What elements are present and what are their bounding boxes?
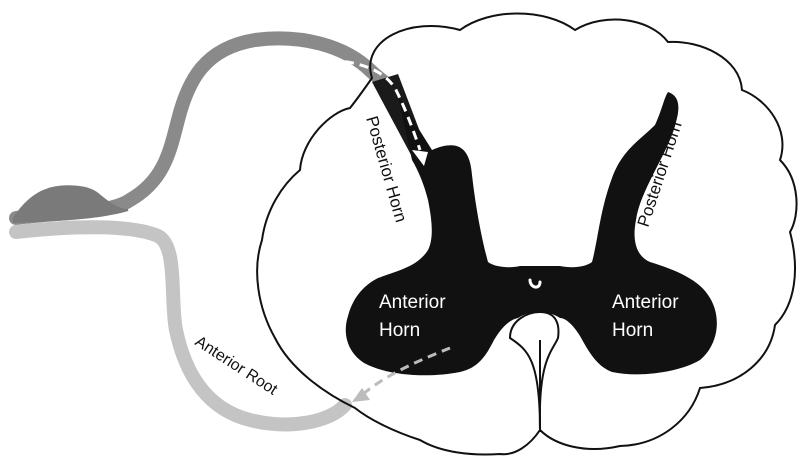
anterior-root (16, 227, 345, 424)
anterior-root-fiber (16, 227, 345, 424)
dorsal-root-ganglion (14, 186, 128, 222)
anterior-median-fissure (510, 312, 558, 430)
spinal-cord-outline (257, 14, 796, 455)
label-anterior-horn-right-line2: Horn (612, 320, 653, 341)
label-anterior-horn-left-line1: Anterior (379, 292, 446, 313)
label-anterior-horn-left-line2: Horn (379, 320, 420, 341)
label-anterior-horn-right-line1: Anterior (612, 292, 679, 313)
